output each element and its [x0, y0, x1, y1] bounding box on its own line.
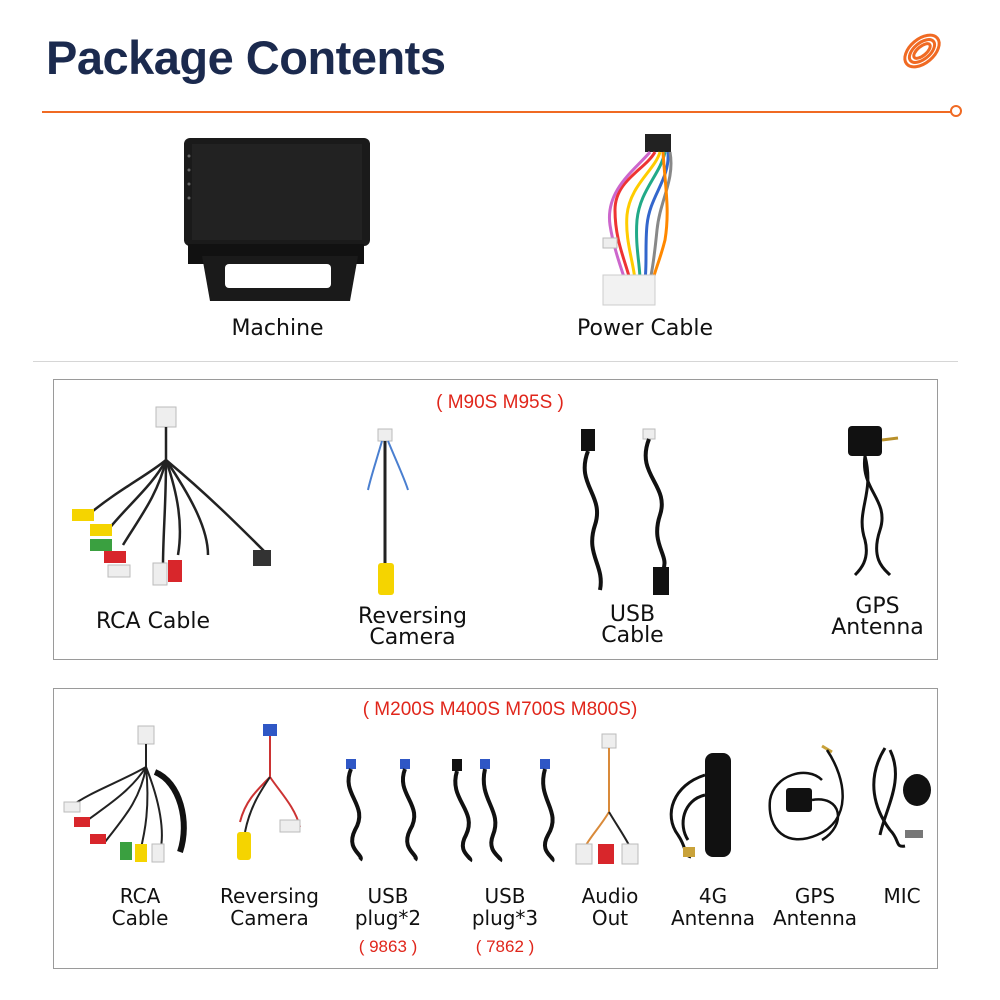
- mic-label: MIC: [883, 884, 921, 908]
- usb-plug-3-image: [452, 759, 555, 863]
- variant-label: ( M90S M95S ): [436, 392, 564, 413]
- title-divider: [42, 111, 954, 113]
- machine-image: [184, 138, 370, 301]
- reversing-camera-2-label: Reversing Camera: [219, 884, 319, 930]
- rca-cable-image: [72, 406, 271, 586]
- audio-out-label: Audio Out: [581, 884, 639, 930]
- gps-antenna-2-image: [768, 744, 844, 842]
- mic-image: [872, 747, 931, 848]
- page-title: Package Contents: [46, 31, 446, 84]
- 4g-antenna-label: 4G Antenna: [670, 884, 756, 930]
- usb-plug-2-label: USB plug*2: [354, 884, 422, 930]
- reversing-camera-image: [367, 428, 409, 595]
- gps-antenna-2-label: GPS Antenna: [772, 884, 858, 930]
- rca-cable-2-image: [63, 725, 187, 863]
- reversing-camera-2-image: [237, 724, 301, 860]
- rca-cable-label: RCA Cable: [95, 609, 211, 634]
- usb-plug-3-label: USB plug*3: [471, 884, 539, 930]
- gps-antenna-label: GPS Antenna: [831, 594, 924, 640]
- 4g-antenna-image: [669, 753, 731, 859]
- divider-dot: [950, 105, 962, 117]
- reversing-camera-label: Reversing Camera: [358, 604, 467, 650]
- audio-out-image: [575, 733, 639, 865]
- usb-cable-image: [581, 428, 669, 595]
- usb-plug-2-image: [346, 759, 418, 862]
- rca-cable-2-label: RCA Cable: [111, 884, 169, 930]
- usb-plug-3-code: ( 7862 ): [475, 937, 535, 956]
- usb-plug-2-code: ( 9863 ): [358, 937, 418, 956]
- section-divider: [33, 361, 958, 362]
- variant-label-2: ( M200S M400S M700S M800S): [362, 699, 638, 720]
- gps-antenna-image: [848, 426, 899, 577]
- machine-label: Machine: [231, 316, 324, 341]
- power-cable-label: Power Cable: [577, 316, 713, 341]
- power-cable-image: [602, 134, 673, 306]
- usb-cable-label: USB Cable: [601, 602, 664, 648]
- brand-logo-icon: [903, 33, 941, 69]
